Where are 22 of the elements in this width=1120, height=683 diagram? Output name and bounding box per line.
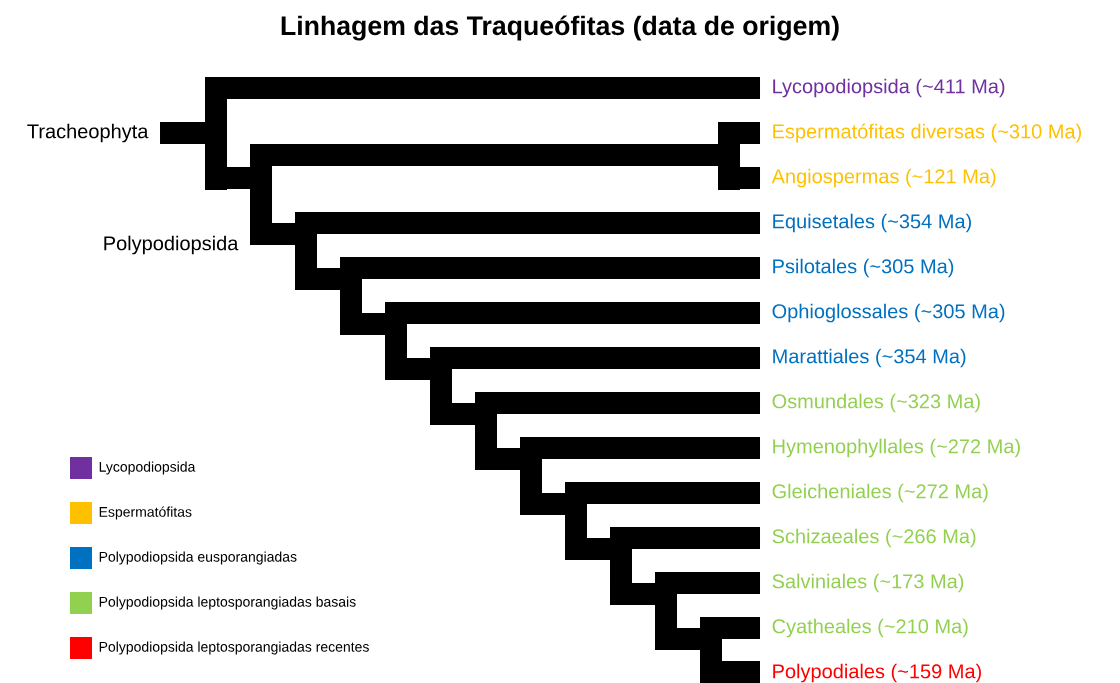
clade-label: Polypodiopsida: [104, 235, 239, 255]
taxon-label: Ophioglossales (~305 Ma): [772, 303, 1005, 323]
taxon-label: Angiospermas (~121 Ma): [771, 168, 996, 188]
legend-label: Espermatófitas: [99, 506, 192, 520]
legend-label: Polypodiopsida eusporangiadas: [99, 551, 297, 565]
taxon-label: Espermatófitas diversas (~310 Ma): [773, 123, 1081, 143]
taxon-label: Osmundales (~323 Ma): [772, 393, 980, 413]
taxon-label: Hymenophyllales (~272 Ma): [773, 438, 1020, 458]
taxon-label: Schizaeales (~266 Ma): [772, 528, 976, 548]
taxon-label: Gleicheniales (~272 Ma): [772, 483, 988, 503]
taxon-label: Salviniales (~173 Ma): [772, 573, 964, 593]
legend-label: Lycopodiopsida: [99, 461, 196, 475]
taxon-label: Marattiales (~354 Ma): [773, 348, 966, 368]
taxon-label: Psilotales (~305 Ma): [773, 258, 954, 278]
taxon-label: Lycopodiopsida (~411 Ma): [773, 78, 1005, 98]
legend-label: Polypodiopsida leptosporangiadas recentes: [99, 641, 369, 655]
taxon-label: Cyatheales (~210 Ma): [772, 618, 968, 638]
legend-label: Polypodiopsida leptosporangiadas basais: [99, 596, 356, 610]
title: Linhagem das Traqueófitas (data de origem): [281, 15, 839, 41]
taxon-label: Equisetales (~354 Ma): [773, 213, 971, 233]
taxon-label: Polypodiales (~159 Ma): [773, 663, 981, 683]
clade-label: Tracheophyta: [27, 123, 149, 143]
